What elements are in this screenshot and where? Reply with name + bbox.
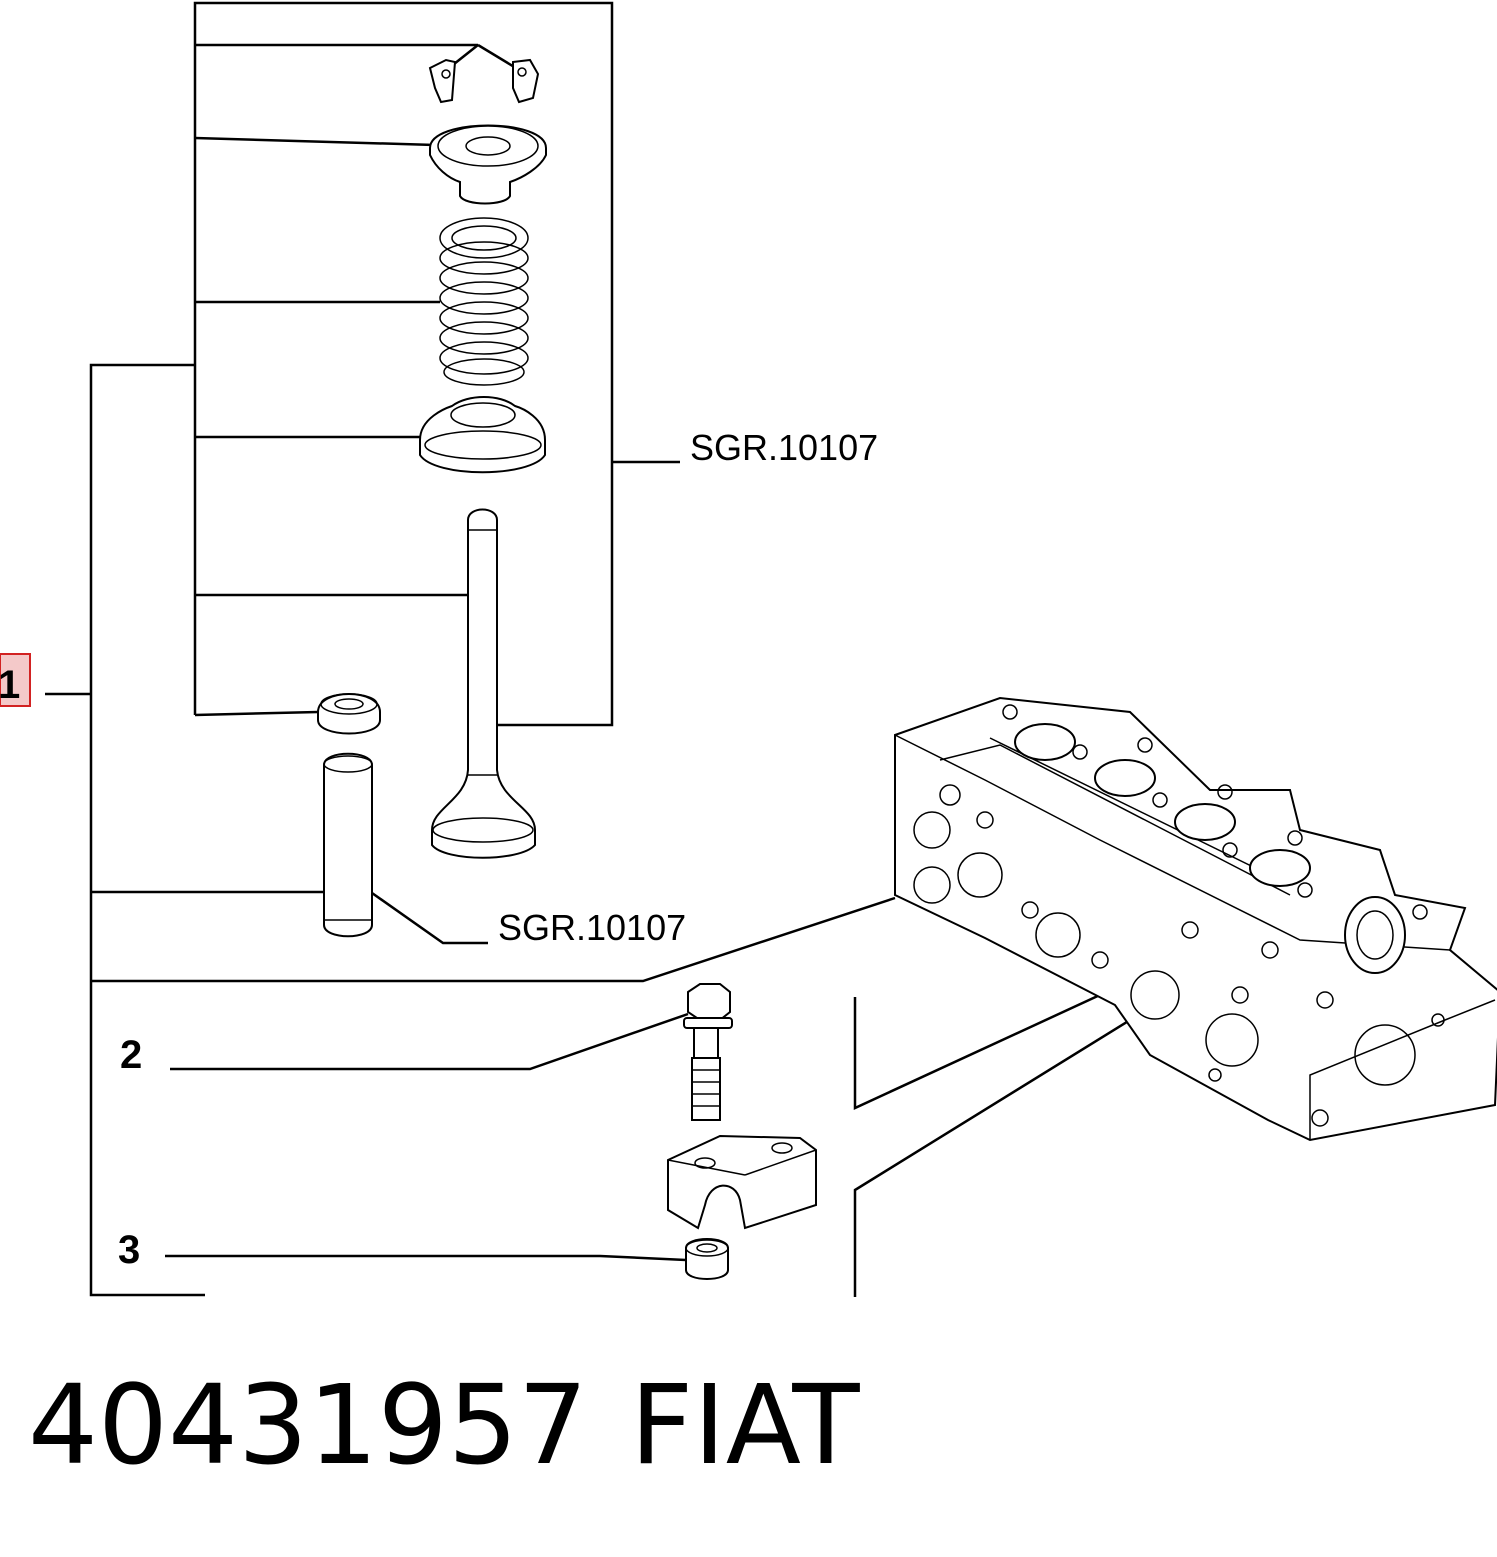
reference-valve-guide[interactable]: SGR.10107 bbox=[498, 907, 686, 948]
bolt-icon bbox=[683, 983, 733, 1121]
valve-spring-icon bbox=[439, 217, 529, 386]
reference-valve-group[interactable]: SGR.10107 bbox=[690, 427, 878, 468]
valve-guide-icon bbox=[323, 752, 373, 938]
callout-3[interactable]: 3 bbox=[118, 1228, 140, 1272]
valve-icon bbox=[431, 508, 536, 859]
brand-name: FIAT bbox=[630, 1361, 860, 1489]
spring-seat-icon bbox=[419, 396, 546, 474]
callout-1[interactable]: 1 bbox=[0, 663, 20, 707]
callout-2[interactable]: 2 bbox=[120, 1033, 142, 1077]
dowel-bush-icon bbox=[685, 1238, 729, 1280]
spring-retainer-icon bbox=[429, 124, 547, 205]
cylinder-head-icon bbox=[894, 696, 1497, 1142]
callout-1-highlight[interactable] bbox=[0, 653, 31, 707]
leader-lines bbox=[45, 1, 1301, 1297]
part-number: 40431957 bbox=[28, 1361, 588, 1489]
bearing-cap-icon bbox=[667, 1134, 817, 1230]
valve-stem-seal-icon bbox=[317, 693, 381, 735]
valve-keepers-icon bbox=[428, 58, 540, 104]
